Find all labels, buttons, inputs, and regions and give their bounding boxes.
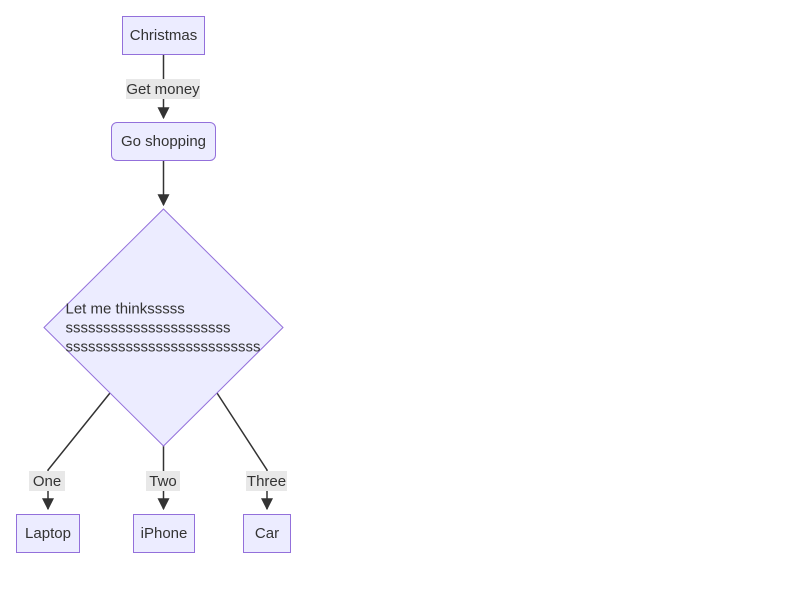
node-car: Car — [243, 514, 291, 553]
edge-label-one: One — [29, 471, 65, 491]
node-christmas-label: Christmas — [129, 27, 198, 44]
edge-label-three: Three — [246, 471, 287, 491]
edge-decision-laptop — [42, 392, 111, 511]
node-iphone-label: iPhone — [140, 525, 188, 542]
node-go-shopping-label: Go shopping — [120, 133, 207, 150]
edge-label-two: Two — [146, 471, 180, 491]
node-laptop-label: Laptop — [25, 525, 71, 542]
node-go-shopping: Go shopping — [111, 122, 216, 161]
edge-decision-car — [216, 392, 273, 511]
node-laptop: Laptop — [16, 514, 80, 553]
node-decision-label: Let me thinksssss ssssssssssssssssssssss… — [65, 300, 261, 356]
node-christmas: Christmas — [122, 16, 205, 55]
edge-label-three-text: Three — [246, 472, 287, 490]
edge-label-get-money: Get money — [126, 79, 200, 99]
node-iphone: iPhone — [133, 514, 195, 553]
edge-label-one-text: One — [32, 472, 62, 490]
edge-label-get-money-text: Get money — [126, 80, 200, 98]
node-car-label: Car — [254, 525, 280, 542]
edge-label-two-text: Two — [149, 472, 177, 490]
